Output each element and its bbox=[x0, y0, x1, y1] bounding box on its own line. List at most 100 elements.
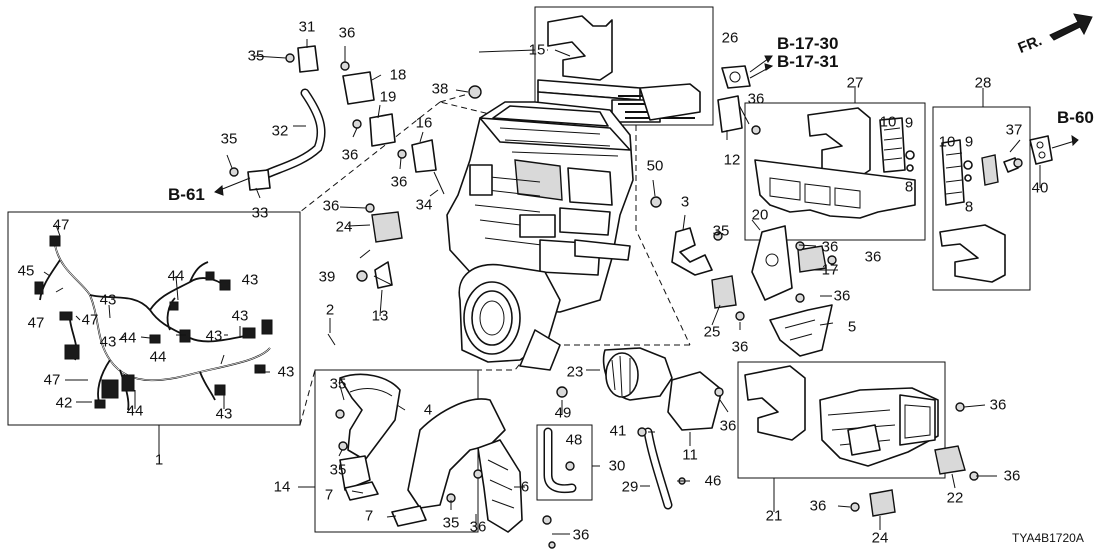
callout-9b: 9 bbox=[964, 133, 974, 151]
joint-33-icon bbox=[247, 169, 271, 191]
gasket-7b-icon bbox=[391, 505, 427, 527]
sensor-bracket-icon bbox=[1029, 135, 1053, 165]
sensor-seal-icon bbox=[939, 224, 1006, 283]
callout-31: 31 bbox=[298, 18, 316, 36]
actuator-17-icon bbox=[797, 245, 827, 273]
callout-48: 48 bbox=[565, 431, 583, 449]
callout-16: 16 bbox=[415, 114, 433, 132]
callout-36n: 36 bbox=[469, 518, 487, 536]
callout-36m: 36 bbox=[809, 497, 827, 515]
reference-b-17-30[interactable]: B-17-30 bbox=[777, 34, 839, 53]
heater-seal-icon bbox=[744, 365, 806, 441]
reference-b-61[interactable]: B-61 bbox=[168, 185, 205, 204]
callout-27: 27 bbox=[846, 74, 864, 92]
sensor-group-frame bbox=[932, 106, 1031, 291]
switch-19-icon bbox=[369, 113, 396, 147]
reference-b-17-31[interactable]: B-17-31 bbox=[777, 52, 839, 71]
callout-11: 11 bbox=[682, 446, 698, 464]
callout-25: 25 bbox=[703, 323, 721, 341]
callout-43a: 43 bbox=[241, 271, 259, 289]
callout-5: 5 bbox=[847, 318, 857, 336]
actuator-22-icon bbox=[934, 445, 966, 475]
callout-4: 4 bbox=[423, 401, 433, 419]
callout-50: 50 bbox=[646, 157, 664, 175]
callout-12: 12 bbox=[723, 151, 741, 169]
callout-35f: 35 bbox=[442, 514, 460, 532]
callout-20: 20 bbox=[751, 206, 769, 224]
callout-24b: 24 bbox=[871, 529, 889, 547]
diagram-code: TYA4B1720A bbox=[1012, 531, 1084, 545]
callout-14: 14 bbox=[273, 478, 291, 496]
callout-45: 45 bbox=[17, 262, 35, 280]
callout-18: 18 bbox=[389, 66, 407, 84]
callout-15: 15 bbox=[528, 41, 546, 59]
evaporator-group-frame bbox=[534, 6, 714, 126]
callout-47a: 47 bbox=[52, 216, 70, 234]
callout-19: 19 bbox=[379, 88, 397, 106]
callout-9a: 9 bbox=[904, 114, 914, 132]
duct-14-icon bbox=[407, 398, 506, 509]
callout-17: 17 bbox=[821, 261, 839, 279]
callout-35b: 35 bbox=[220, 130, 238, 148]
callout-29: 29 bbox=[621, 478, 639, 496]
bracket-3-icon bbox=[671, 227, 713, 276]
callout-46: 46 bbox=[704, 472, 722, 490]
callout-43e: 43 bbox=[99, 333, 117, 351]
callout-43g: 43 bbox=[215, 405, 233, 423]
callout-13: 13 bbox=[371, 307, 389, 325]
callout-36h: 36 bbox=[833, 287, 851, 305]
mode-actuator-icon bbox=[751, 225, 793, 301]
callout-35d: 35 bbox=[329, 375, 347, 393]
callout-47c: 47 bbox=[81, 311, 99, 329]
callout-10a: 10 bbox=[879, 113, 897, 131]
callout-35c: 35 bbox=[712, 222, 730, 240]
joint-31-icon bbox=[297, 45, 319, 73]
callout-26: 26 bbox=[721, 29, 739, 47]
callout-44b: 44 bbox=[119, 329, 137, 347]
callout-44c: 44 bbox=[149, 348, 167, 366]
callout-44d: 44 bbox=[126, 402, 144, 420]
callout-6b: 6 bbox=[520, 478, 530, 496]
callout-41: 41 bbox=[609, 422, 627, 440]
callout-8a: 8 bbox=[904, 178, 914, 196]
leader-lines bbox=[43, 39, 1041, 535]
callout-6: 7 bbox=[324, 486, 334, 504]
callout-23: 23 bbox=[566, 363, 584, 381]
heater-unit-group-frame bbox=[737, 361, 946, 479]
callout-43d: 43 bbox=[205, 327, 223, 345]
callout-36a: 36 bbox=[338, 24, 356, 42]
duct-6-icon bbox=[477, 439, 523, 533]
callout-36d: 36 bbox=[322, 197, 340, 215]
callout-39: 39 bbox=[318, 268, 336, 286]
reference-b-60[interactable]: B-60 bbox=[1057, 108, 1094, 127]
sensor-icon bbox=[981, 154, 999, 186]
callout-47b: 47 bbox=[27, 314, 45, 332]
callout-8b: 8 bbox=[964, 198, 974, 216]
callout-34: 34 bbox=[415, 196, 433, 214]
front-arrow-icon bbox=[1049, 13, 1093, 41]
callout-36l: 36 bbox=[1003, 467, 1021, 485]
filter-group-frame bbox=[744, 102, 926, 241]
duct-4-icon bbox=[339, 373, 401, 461]
callout-38: 38 bbox=[431, 80, 449, 98]
callout-10b: 10 bbox=[938, 133, 956, 151]
bracket-5-icon bbox=[769, 304, 833, 357]
callout-28: 28 bbox=[974, 74, 992, 92]
callout-2: 2 bbox=[325, 301, 335, 319]
callout-21: 21 bbox=[765, 507, 783, 525]
motor-actuator-11-icon bbox=[667, 371, 723, 431]
switch-18-icon bbox=[342, 71, 375, 105]
clip-16-icon bbox=[411, 139, 437, 173]
callout-30: 30 bbox=[608, 457, 626, 475]
callout-3: 3 bbox=[680, 193, 690, 211]
callout-40: 40 bbox=[1031, 179, 1049, 197]
callout-35a: 35 bbox=[247, 47, 265, 65]
callout-24a: 24 bbox=[335, 218, 353, 236]
hose-group-frame bbox=[536, 424, 593, 501]
callout-43c: 43 bbox=[231, 307, 249, 325]
actuator-25-icon bbox=[711, 275, 737, 309]
callout-44a: 44 bbox=[167, 267, 185, 285]
callout-33: 33 bbox=[251, 204, 269, 222]
